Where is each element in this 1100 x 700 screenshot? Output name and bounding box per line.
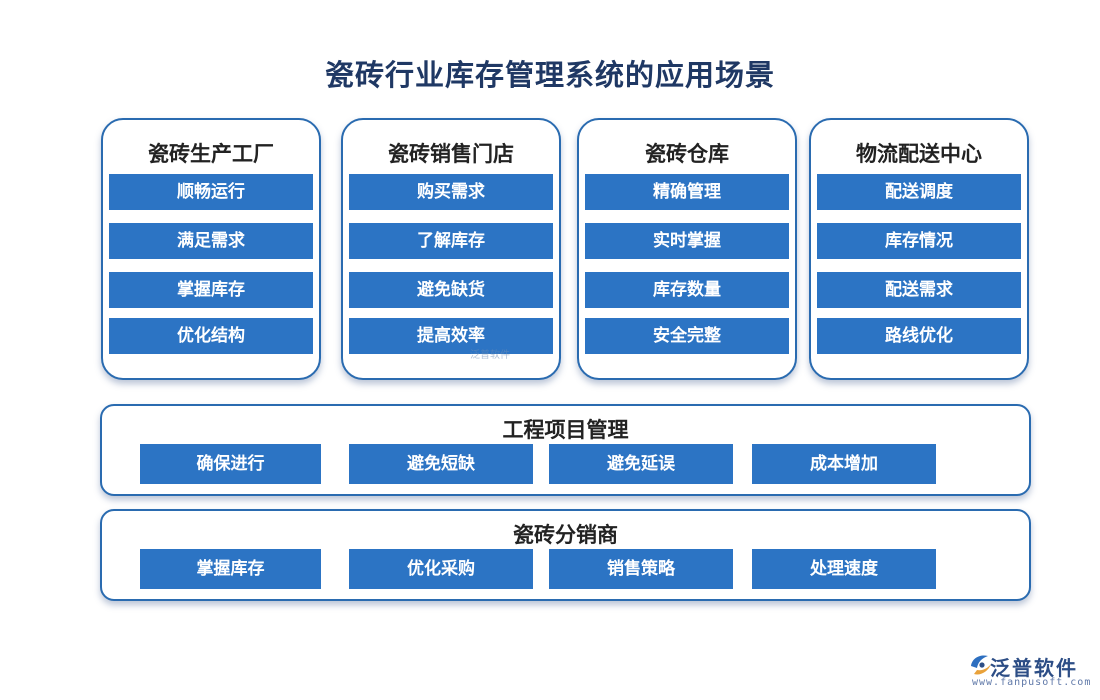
card-logistics-center: 物流配送中心 配送调度 库存情况 配送需求 路线优化 <box>809 118 1029 380</box>
band-item: 处理速度 <box>752 549 936 589</box>
brand-logo: 泛普软件 www.fanpusoft.com <box>968 652 1094 692</box>
card-item: 了解库存 <box>349 223 553 259</box>
band-project-management: 工程项目管理 确保进行 避免短缺 避免延误 成本增加 <box>100 404 1031 496</box>
brand-url: www.fanpusoft.com <box>972 677 1092 688</box>
card-title: 瓷砖生产工厂 <box>148 142 274 166</box>
band-item: 避免短缺 <box>349 444 533 484</box>
band-title: 瓷砖分销商 <box>513 523 618 547</box>
page-title: 瓷砖行业库存管理系统的应用场景 <box>324 58 775 92</box>
band-distributor: 瓷砖分销商 掌握库存 优化采购 销售策略 处理速度 <box>100 509 1031 601</box>
band-item: 优化采购 <box>349 549 533 589</box>
card-item: 安全完整 <box>585 318 789 354</box>
card-item: 实时掌握 <box>585 223 789 259</box>
card-warehouse: 瓷砖仓库 精确管理 实时掌握 库存数量 安全完整 <box>577 118 797 380</box>
card-item: 路线优化 <box>817 318 1021 354</box>
card-item: 库存数量 <box>585 272 789 308</box>
band-title: 工程项目管理 <box>502 418 629 442</box>
card-sales-store: 瓷砖销售门店 购买需求 了解库存 避免缺货 提高效率 <box>341 118 561 380</box>
card-item: 避免缺货 <box>349 272 553 308</box>
band-item: 避免延误 <box>549 444 733 484</box>
band-item: 销售策略 <box>549 549 733 589</box>
card-item: 库存情况 <box>817 223 1021 259</box>
card-item: 配送调度 <box>817 174 1021 210</box>
brand-name: 泛普软件 <box>990 656 1078 680</box>
card-item: 配送需求 <box>817 272 1021 308</box>
band-item: 确保进行 <box>140 444 321 484</box>
card-title: 瓷砖销售门店 <box>388 142 514 166</box>
card-item: 精确管理 <box>585 174 789 210</box>
card-item: 掌握库存 <box>109 272 313 308</box>
card-item: 优化结构 <box>109 318 313 354</box>
card-item: 满足需求 <box>109 223 313 259</box>
fanpu-logo-icon <box>971 655 991 675</box>
card-item: 购买需求 <box>349 174 553 210</box>
card-title: 瓷砖仓库 <box>645 142 729 166</box>
card-item: 顺畅运行 <box>109 174 313 210</box>
band-item: 成本增加 <box>752 444 936 484</box>
card-item: 提高效率 <box>349 318 553 354</box>
card-production-factory: 瓷砖生产工厂 顺畅运行 满足需求 掌握库存 优化结构 <box>101 118 321 380</box>
band-item: 掌握库存 <box>140 549 321 589</box>
card-title: 物流配送中心 <box>856 142 982 166</box>
watermark: 泛普软件 <box>470 350 510 361</box>
